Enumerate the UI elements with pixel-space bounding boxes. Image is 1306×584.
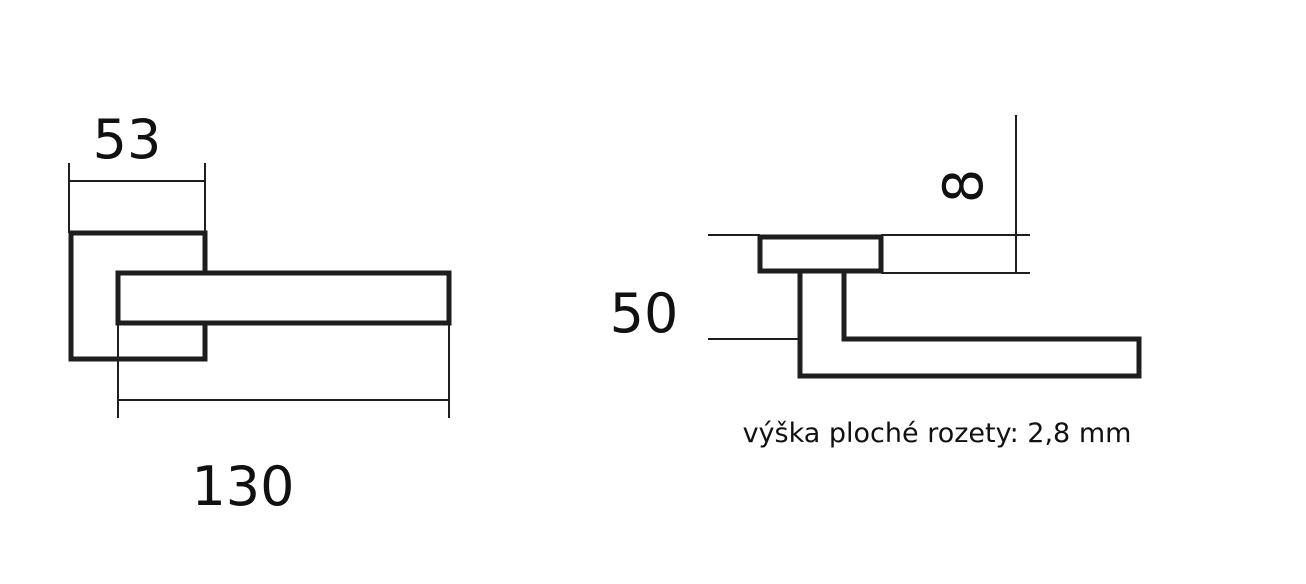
side-view: 50 8 výška ploché rozety: 2,8 mm [610, 115, 1142, 449]
dim-130-label: 130 [191, 455, 294, 518]
dim-50-label: 50 [610, 282, 679, 345]
dim-53-label: 53 [93, 108, 162, 171]
dim-8-label: 8 [932, 169, 995, 203]
rosette-height-note: výška ploché rozety: 2,8 mm [743, 418, 1132, 449]
side-rosette-outline [757, 234, 884, 274]
front-rosette-outline [68, 230, 208, 362]
front-lever-outline [115, 270, 452, 326]
side-lever-outline [797, 273, 1142, 379]
front-view: 53 130 [68, 108, 452, 518]
